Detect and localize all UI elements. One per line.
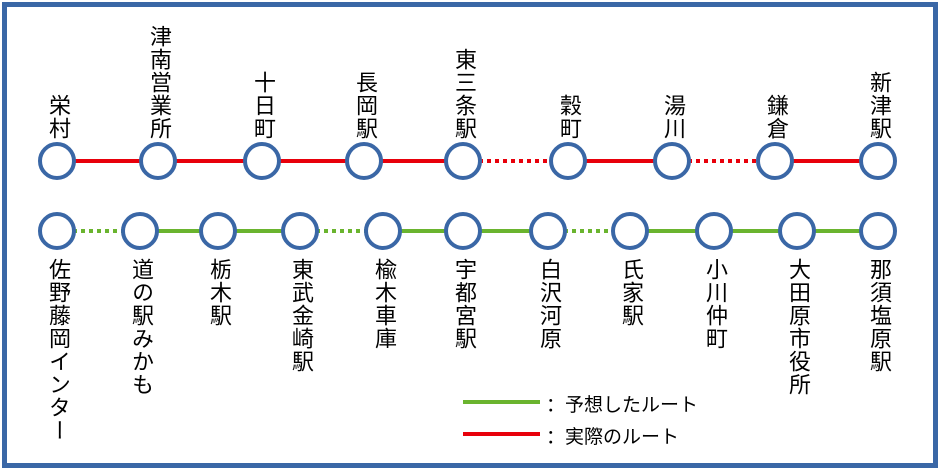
station-circle xyxy=(364,212,402,250)
station-label: 鎌倉 xyxy=(763,94,788,140)
station-circle xyxy=(611,212,649,250)
station-label: 穀町 xyxy=(556,94,581,140)
legend-expected-label: ：予想したルート xyxy=(546,394,699,416)
station-circle xyxy=(444,212,482,250)
station-label: 東武金崎駅 xyxy=(288,258,313,373)
station-label: 栃木駅 xyxy=(206,258,231,327)
station-circle xyxy=(243,142,281,180)
station-circle xyxy=(859,212,897,250)
station-label: 楡木車庫 xyxy=(371,258,396,350)
station-circle xyxy=(549,142,587,180)
station-circle xyxy=(778,212,816,250)
station-circle xyxy=(38,142,76,180)
station-circle xyxy=(139,142,177,180)
station-label: 小川仲町 xyxy=(702,258,727,350)
station-label: 津南営業所 xyxy=(146,25,171,140)
station-circle xyxy=(859,142,897,180)
station-label: 栄村 xyxy=(45,94,70,140)
station-circle xyxy=(756,142,794,180)
station-circle xyxy=(281,212,319,250)
station-circle xyxy=(444,142,482,180)
station-label: 長岡駅 xyxy=(352,71,377,140)
station-circle xyxy=(38,212,76,250)
station-label: 十日町 xyxy=(250,71,275,140)
station-circle xyxy=(529,212,567,250)
station-label: 新津駅 xyxy=(866,71,891,140)
legend-actual-label: ：実際のルート xyxy=(546,426,680,448)
station-circle xyxy=(653,142,691,180)
station-label: 湯川 xyxy=(660,94,685,140)
station-circle xyxy=(199,212,237,250)
station-label: 那須塩原駅 xyxy=(866,258,891,373)
station-label: 大田原市役所 xyxy=(785,258,810,396)
station-label: 東三条駅 xyxy=(451,48,476,140)
station-label: 氏家駅 xyxy=(618,258,643,327)
station-circle xyxy=(695,212,733,250)
station-label: 宇都宮駅 xyxy=(451,258,476,350)
station-label: 佐野藤岡インター xyxy=(45,258,70,442)
station-label: 白沢河原 xyxy=(536,258,561,350)
station-label: 道の駅みかも xyxy=(128,258,153,396)
station-circle xyxy=(121,212,159,250)
station-circle xyxy=(345,142,383,180)
